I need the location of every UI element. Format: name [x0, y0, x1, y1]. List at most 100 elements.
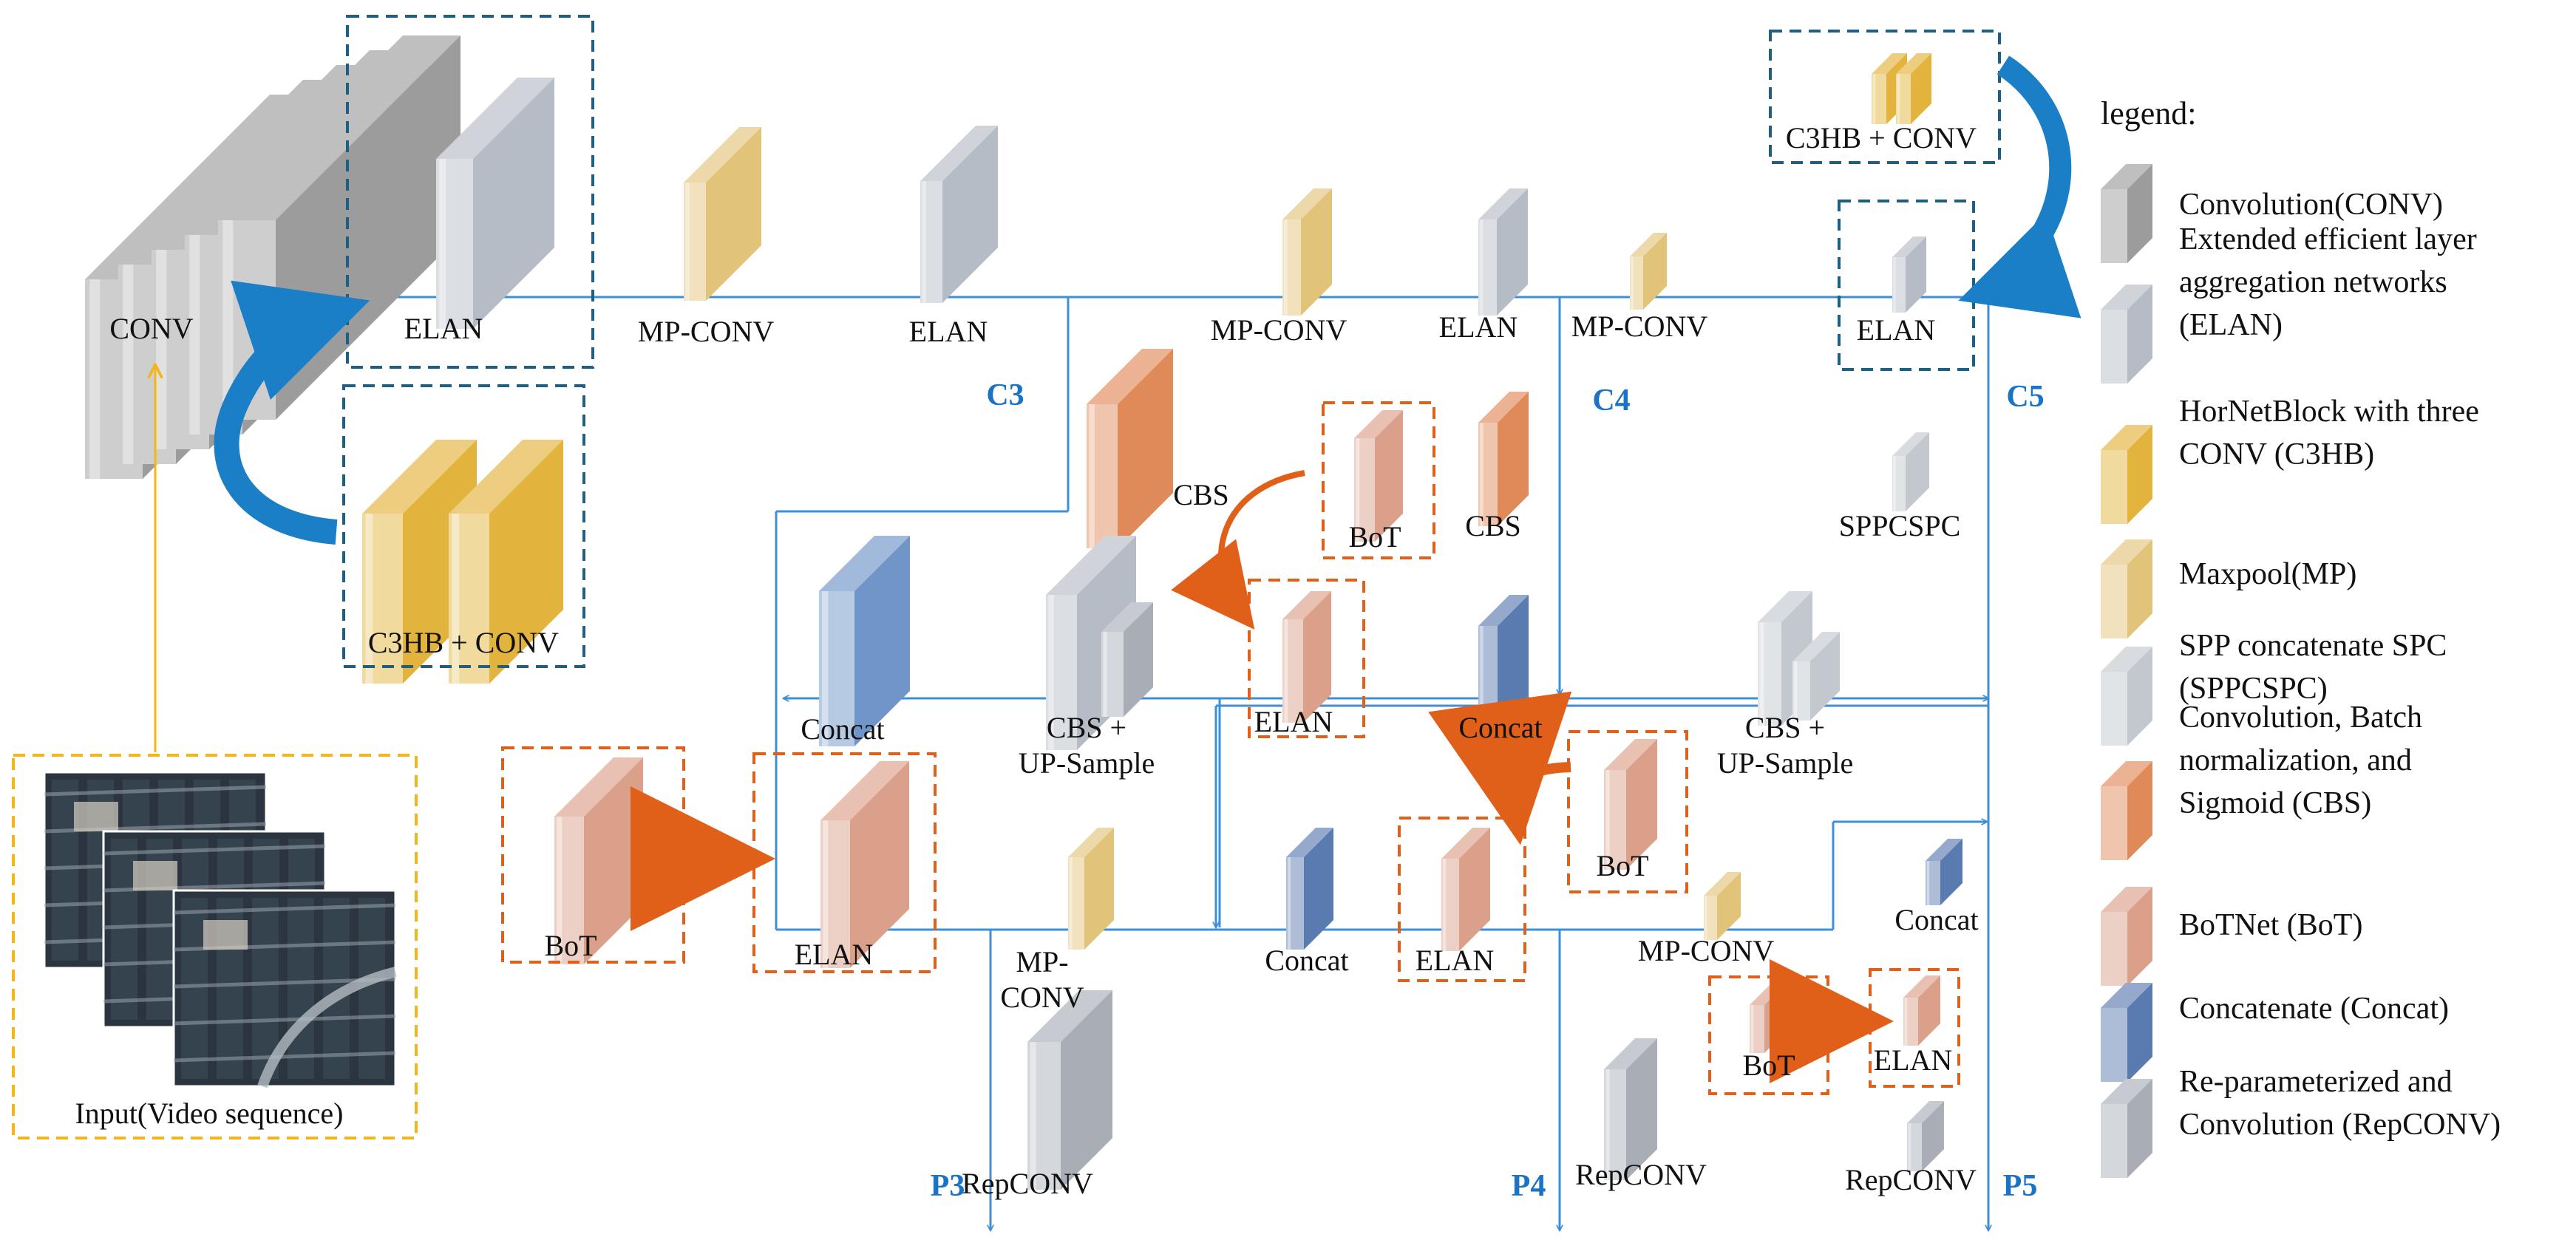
- label-sppcspc: SPPCSPC: [1839, 509, 1961, 542]
- legend-title: legend:: [2101, 95, 2197, 132]
- legend-item-text: SPP concatenate SPC(SPPCSPC): [2179, 629, 2447, 706]
- bot-block-3: [1604, 739, 1657, 870]
- mpconv-block-3: [1630, 233, 1667, 310]
- label-mpconv-4: MP-CONV: [1000, 945, 1084, 1014]
- bot-block-1: [1354, 410, 1403, 542]
- label-elan-3: ELAN: [1439, 310, 1518, 344]
- label-bot-1: BoT: [1348, 520, 1401, 553]
- cbs-to-elan-arrow-icon: [1171, 470, 1305, 630]
- label-elan-8: ELAN: [1874, 1043, 1953, 1077]
- cbs-upsample-block-2: [1101, 602, 1153, 717]
- repconv-block-2: [1604, 1038, 1657, 1180]
- legend: legend: Convolution(CONV)Extended efficie…: [2101, 95, 2501, 1178]
- label-bot-4: BoT: [1742, 1049, 1795, 1082]
- c3hb-block-4: [1896, 53, 1931, 124]
- label-concat-1: Concat: [801, 712, 884, 746]
- elan-box-5: [1248, 579, 1365, 738]
- cbs-block-icon: [2101, 761, 2152, 860]
- cbs-block-2: [1478, 392, 1529, 526]
- input-box: [12, 754, 418, 1139]
- sppcspc-block-3: [1792, 632, 1840, 721]
- label-c3hb-conv-top: C3HB + CONV: [1786, 121, 1977, 154]
- feedback-arrow-right-icon: [1958, 55, 2081, 318]
- label-mpconv-5: MP-CONV: [1638, 934, 1775, 967]
- label-mpconv-2: MP-CONV: [1211, 313, 1348, 347]
- label-bot-3: BoT: [1596, 849, 1648, 882]
- label-elan-4: ELAN: [1857, 313, 1936, 347]
- label-elan-5: ELAN: [1254, 705, 1333, 738]
- elan-block-1: [436, 78, 554, 329]
- label-mpconv-3: MP-CONV: [1571, 310, 1708, 343]
- elan-block-5: [1282, 591, 1331, 723]
- label-concat-4: Concat: [1894, 903, 1978, 936]
- elan-block-7: [1441, 828, 1490, 951]
- label-elan-2: ELAN: [909, 315, 988, 348]
- label-concat-2: Concat: [1458, 711, 1542, 744]
- sppcspc-block-icon: [2101, 647, 2152, 746]
- elan-stem-box: [346, 15, 594, 369]
- mpconv-block-2: [1282, 188, 1332, 316]
- label-cbs-upsample-1: CBS +UP-Sample: [1019, 711, 1155, 780]
- c3hb-block-2: [449, 440, 563, 684]
- label-c4: C4: [1592, 384, 1630, 418]
- bot-block-2: [554, 757, 643, 964]
- repconv-block-icon: [2101, 1079, 2152, 1178]
- elan-block-3: [1478, 188, 1528, 316]
- cbs-block-1: [1087, 349, 1173, 548]
- label-cbs-left: CBS: [1173, 478, 1229, 511]
- legend-item-text: BoTNet (BoT): [2179, 908, 2362, 942]
- input-video-sequence-image: [43, 366, 397, 1089]
- feedback-arrow-left-icon: [214, 280, 370, 545]
- label-c3: C3: [986, 378, 1024, 412]
- bot-block-4: [1750, 983, 1787, 1053]
- concat-block-2: [1478, 595, 1529, 729]
- elan-block-4: [1892, 236, 1926, 313]
- labels-layer: CONV ELAN MP-CONV ELAN MP-CONV ELAN MP-CONV C3H…: [75, 121, 2044, 1203]
- label-mpconv-1: MP-CONV: [638, 315, 775, 348]
- c3hb-block-icon: [2101, 425, 2152, 524]
- repconv-block-3: [1907, 1101, 1944, 1171]
- label-bot-2: BoT: [544, 929, 597, 962]
- bot-to-elan-arrow-2-icon: [1428, 691, 1572, 845]
- label-concat-3: Concat: [1265, 944, 1348, 977]
- maxpool-block-icon: [2101, 539, 2152, 638]
- elan-block-6: [820, 761, 909, 968]
- elan-block-icon: [2101, 285, 2152, 384]
- elan-box-6: [752, 752, 937, 973]
- input-frame-3: [172, 889, 397, 1089]
- label-input: Input(Video sequence): [75, 1097, 343, 1130]
- label-repconv-1: RepCONV: [962, 1167, 1093, 1200]
- conv-block-icon: [2101, 164, 2152, 263]
- c3hb-block-1: [362, 440, 477, 684]
- mpconv-block-5: [1704, 872, 1741, 940]
- legend-item-text: Concatenate (Concat): [2179, 992, 2449, 1026]
- concat-block-4: [1926, 839, 1962, 905]
- feedback-arrows: [214, 55, 2081, 1083]
- elan-block-2: [920, 126, 998, 303]
- label-elan-6: ELAN: [795, 938, 874, 971]
- mpconv-block-4: [1068, 828, 1114, 950]
- label-repconv-2: RepCONV: [1575, 1158, 1707, 1191]
- label-cbs-upsample-2: CBS +UP-Sample: [1717, 711, 1853, 780]
- c3hb-left-box: [342, 384, 585, 668]
- bot-box-3: [1567, 730, 1688, 893]
- label-elan-7: ELAN: [1416, 944, 1495, 977]
- label-c5: C5: [2006, 380, 2044, 414]
- c3hb-top-box: [1769, 30, 2001, 164]
- repconv-block-1: [1027, 990, 1112, 1190]
- label-conv: CONV: [109, 312, 193, 345]
- label-repconv-3: RepCONV: [1845, 1163, 1977, 1196]
- concat-block-1: [819, 536, 910, 746]
- concat-block-3: [1286, 828, 1333, 950]
- mpconv-block-1: [684, 127, 761, 301]
- label-c3hb-conv-left: C3HB + CONV: [368, 626, 559, 659]
- legend-item-text: Convolution(CONV): [2179, 188, 2443, 222]
- label-p3: P3: [931, 1169, 965, 1203]
- concat-block-icon: [2101, 983, 2152, 1082]
- label-p5: P5: [2003, 1169, 2038, 1203]
